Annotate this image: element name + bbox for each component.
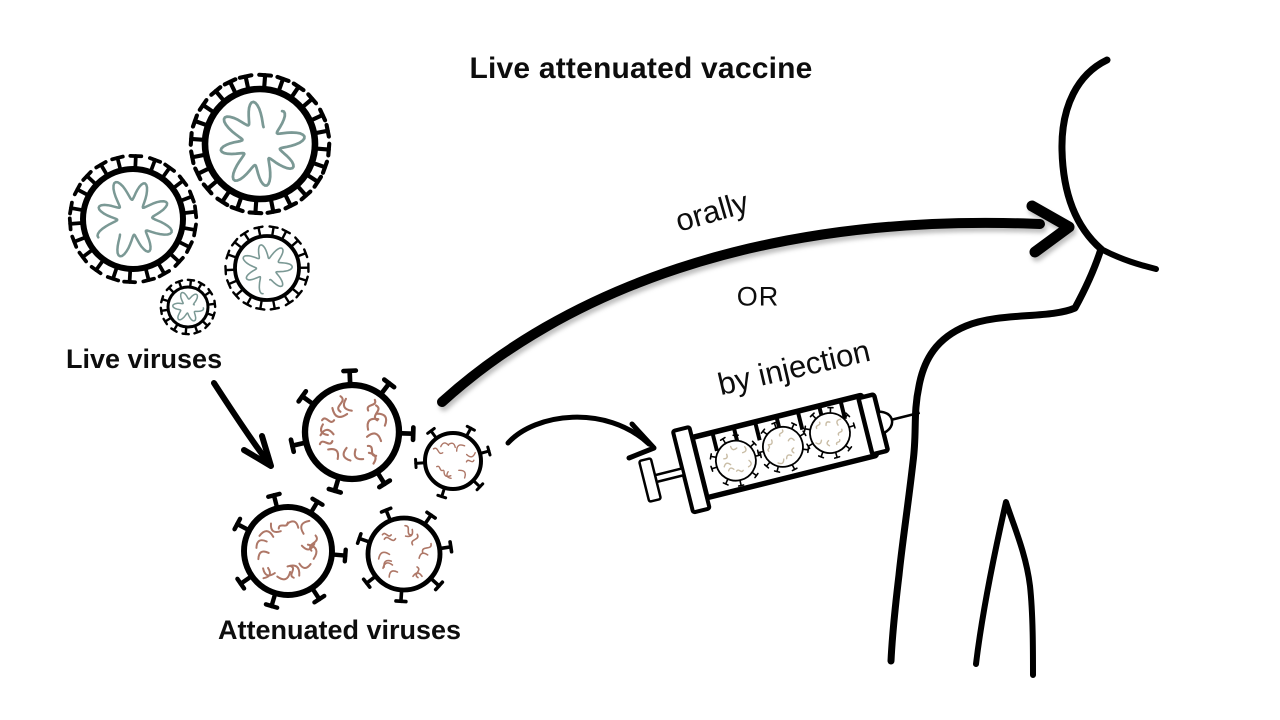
syringe-virus bbox=[756, 421, 810, 473]
diagram-title: Live attenuated vaccine bbox=[469, 52, 813, 85]
attenuated-virus bbox=[414, 424, 492, 500]
syringe-virus bbox=[709, 434, 762, 487]
live-virus bbox=[188, 72, 332, 216]
live-virus bbox=[159, 278, 217, 336]
live-virus bbox=[224, 225, 310, 311]
person-outline bbox=[887, 56, 1159, 678]
syringe-virus bbox=[803, 406, 856, 459]
live-virus bbox=[67, 153, 199, 285]
syringe-icon bbox=[638, 392, 921, 515]
attenuated-virus bbox=[232, 491, 348, 610]
syringe-plunger-rod bbox=[653, 466, 686, 484]
injection-arrow bbox=[505, 414, 657, 461]
person-jaw bbox=[1098, 246, 1159, 272]
person-head bbox=[1058, 56, 1111, 253]
syringe-plunger-handle bbox=[638, 457, 662, 503]
attenuation-arrowhead-icon bbox=[241, 433, 274, 469]
attenuated-virus bbox=[288, 368, 416, 495]
attenuation-arrow-shaft bbox=[211, 380, 271, 465]
attenuated-virus-cluster bbox=[232, 368, 492, 610]
or-label: OR bbox=[736, 281, 780, 312]
syringe-virus-group bbox=[709, 406, 856, 487]
orally-arrow-shaft bbox=[437, 217, 1045, 407]
injection-arrowhead-icon bbox=[626, 421, 657, 461]
orally-arrowhead-icon bbox=[1026, 200, 1075, 258]
attenuated-viruses-label: Attenuated viruses bbox=[218, 615, 462, 645]
person-inner-arm bbox=[973, 499, 1036, 678]
attenuated-virus bbox=[355, 506, 454, 604]
live-viruses-label: Live viruses bbox=[66, 344, 223, 374]
live-virus-cluster bbox=[67, 72, 332, 336]
injection-arrow-shaft bbox=[505, 414, 652, 447]
syringe-hub bbox=[876, 410, 894, 435]
attenuation-arrow bbox=[211, 380, 274, 469]
orally-arrow bbox=[437, 200, 1075, 407]
person-neck-shoulder-arm bbox=[887, 245, 1105, 665]
